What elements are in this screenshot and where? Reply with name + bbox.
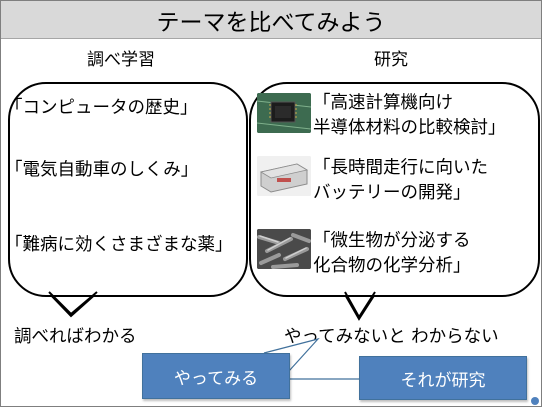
slide-title: テーマを比べてみよう (156, 9, 386, 36)
list-item: 「高速計算機向け 半導体材料の比較検討」 (313, 91, 506, 141)
battery-icon (257, 156, 311, 196)
title-bar: テーマを比べてみよう (1, 1, 541, 39)
list-item: 「微生物が分泌する 化合物の化学分析」 (313, 229, 471, 279)
item-line: バッテリーの開発」 (313, 183, 471, 203)
list-item: 「電気自動車のしくみ」 (5, 160, 199, 180)
right-heading: 研究 (374, 50, 408, 70)
left-heading: 調べ学習 (87, 50, 155, 70)
that-is-research-button[interactable]: それが研究 (359, 356, 527, 400)
item-line: 半導体材料の比較検討」 (313, 118, 506, 138)
item-line: 「高速計算機向け (313, 93, 453, 113)
left-speech-bubble (8, 82, 248, 297)
list-item: 「長時間走行に向いた バッテリーの開発」 (313, 156, 488, 206)
item-line: 「微生物が分泌する (313, 231, 471, 251)
list-item: 「コンピュータの歴史」 (5, 98, 198, 118)
left-caption: 調べればわかる (14, 327, 137, 347)
item-line: 化合物の化学分析」 (313, 256, 471, 276)
right-caption: やってみないと わからない (284, 327, 499, 347)
microbe-icon (257, 229, 311, 269)
list-item: 「難病に効くさまざまな薬」 (5, 235, 233, 255)
try-it-button[interactable]: やってみる (142, 353, 290, 399)
slide-marker-dot (531, 397, 539, 405)
microchip-icon (257, 93, 311, 133)
item-line: 「長時間走行に向いた (313, 158, 488, 178)
